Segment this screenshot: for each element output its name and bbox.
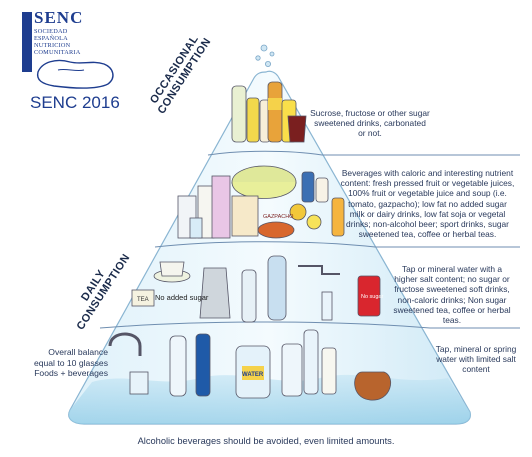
bubbles-icon [255,44,275,68]
gazpacho-label: GAZPACHO [263,214,294,220]
water-bottle-label: WATER [242,372,264,378]
logo-map-icon [36,59,114,89]
tier3-description: Beverages with caloric and interesting n… [340,168,515,240]
logo-bar-icon [22,12,32,72]
tier-separator-2 [154,241,520,248]
logo-year-label: SENC 2016 [30,93,120,112]
logo-subtitle-line: NUTRICION [34,42,71,49]
tea-bag-label: TEA [137,297,149,303]
occasional-description: Sucrose, fructose or other sugar sweeten… [310,108,430,139]
nutrient-drinks-illustration [177,165,345,239]
daily-description: Tap or mineral water with a higher salt … [393,264,511,326]
note-line: Foods + beverages [34,368,108,379]
daily-drinks-illustration [131,255,381,323]
alcohol-footer-note: Alcoholic beverages should be avoided, e… [137,436,395,446]
sugary-drinks-illustration [231,81,307,143]
base-description: Tap, mineral or spring water with limite… [435,344,517,375]
tier-separator-3 [99,321,520,329]
logo-subtitle-line: SOCIEDAD [34,28,68,35]
water-illustration [108,329,392,401]
note-line: Overall balance [48,347,108,357]
senc-logo-graphic [22,12,114,89]
overall-balance-note: Overall balance equal to 10 glasses Food… [4,347,108,379]
note-line: equal to 10 glasses [33,357,108,368]
tier-separator-1 [207,150,520,156]
logo-name: SENC [34,8,84,27]
logo-subtitle-line: ESPAÑOLA [34,35,68,42]
no-sugar-can-label: No sugar [361,294,383,300]
no-added-sugar-label: No added sugar [155,293,209,302]
logo-subtitle-line: COMUNITARIA [34,49,81,56]
